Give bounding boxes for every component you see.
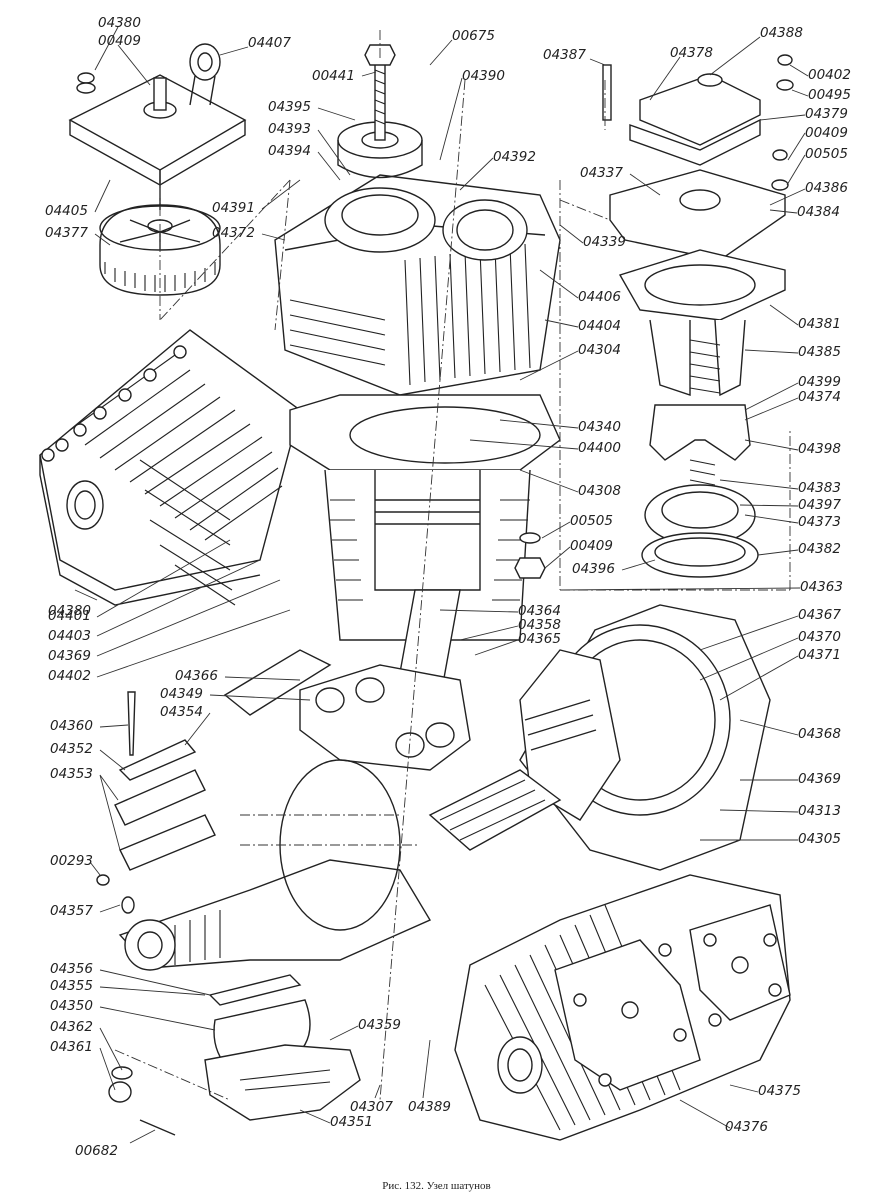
part-label: 04384 xyxy=(797,204,840,220)
part-label: 04405 xyxy=(45,203,88,219)
part-label: 00293 xyxy=(50,853,93,869)
cylinder-head xyxy=(274,44,561,396)
crankshaft xyxy=(118,759,432,971)
part-label: 04356 xyxy=(50,961,93,977)
part-label: 04402 xyxy=(48,668,91,684)
part-label: 04403 xyxy=(48,628,91,644)
part-label: 04393 xyxy=(268,121,311,137)
part-label: 04359 xyxy=(358,1017,401,1033)
part-label: 04400 xyxy=(578,440,621,456)
part-label: 04392 xyxy=(493,149,536,165)
lower-cylinder-head xyxy=(454,874,791,1141)
part-label: 04308 xyxy=(578,483,621,499)
part-label: 00409 xyxy=(805,125,848,141)
part-label: 04360 xyxy=(50,718,93,734)
part-label: 04361 xyxy=(50,1039,93,1055)
central-cylinder xyxy=(289,394,561,701)
part-label: 04371 xyxy=(798,647,841,663)
part-label: 04391 xyxy=(212,200,255,216)
part-label: 00402 xyxy=(808,67,851,83)
part-label: 04375 xyxy=(758,1083,801,1099)
part-label: 04352 xyxy=(50,741,93,757)
cylinder-block-drawing xyxy=(39,30,794,1141)
part-label: 04395 xyxy=(268,99,311,115)
part-label: 04313 xyxy=(798,803,841,819)
part-label: 04406 xyxy=(578,289,621,305)
part-label: 04307 xyxy=(350,1099,393,1115)
part-label: 04357 xyxy=(50,903,93,919)
part-label: 04378 xyxy=(670,45,713,61)
part-label: 04383 xyxy=(798,480,841,496)
part-label: 04305 xyxy=(798,831,841,847)
part-label: 00682 xyxy=(75,1143,118,1159)
right-cylinder xyxy=(428,604,771,871)
part-label: 04380 xyxy=(48,603,91,619)
part-label: 04397 xyxy=(798,497,841,513)
part-label: 04365 xyxy=(518,631,561,647)
part-label: 04398 xyxy=(798,441,841,457)
part-label: 04340 xyxy=(578,419,621,435)
part-label: 04358 xyxy=(518,617,561,633)
pins-and-bolts xyxy=(96,532,546,914)
part-label: 04376 xyxy=(725,1119,768,1135)
part-label: 04379 xyxy=(805,106,848,122)
part-labels: 04380 00409 04407 00441 00675 04387 0437… xyxy=(45,15,851,1159)
part-label: 04394 xyxy=(268,143,311,159)
part-label: 04404 xyxy=(578,318,621,334)
part-label: 04362 xyxy=(50,1019,93,1035)
part-label: 00675 xyxy=(452,28,495,44)
part-label: 04399 xyxy=(798,374,841,390)
figure-caption: Рис. 132. Узел шатунов xyxy=(382,1180,491,1192)
part-label: 04351 xyxy=(330,1114,373,1130)
part-label: 04355 xyxy=(50,978,93,994)
part-label: 04368 xyxy=(798,726,841,742)
part-label: 04407 xyxy=(248,35,291,51)
part-label: 04350 xyxy=(50,998,93,1014)
part-label: 04385 xyxy=(798,344,841,360)
part-label: 00505 xyxy=(570,513,613,529)
part-label: 04304 xyxy=(578,342,621,358)
leader-lines xyxy=(74,26,809,1144)
part-label: 04366 xyxy=(175,668,218,684)
part-label: 04401 xyxy=(48,608,91,624)
connecting-rod-cluster xyxy=(223,649,471,771)
part-label: 04373 xyxy=(798,514,841,530)
part-label: 04354 xyxy=(160,704,203,720)
pump-stack xyxy=(602,54,794,578)
part-label: 04396 xyxy=(572,561,615,577)
part-label: 04370 xyxy=(798,629,841,645)
part-label: 04380 xyxy=(98,15,141,31)
part-label: 04388 xyxy=(760,25,803,41)
bearing-caps xyxy=(108,974,361,1136)
part-label: 04353 xyxy=(50,766,93,782)
part-label: 04337 xyxy=(580,165,623,181)
part-label: 00441 xyxy=(312,68,355,84)
part-label: 04389 xyxy=(408,1099,451,1115)
left-cylinder-bank xyxy=(39,329,301,606)
part-label: 04386 xyxy=(805,180,848,196)
part-label: 04387 xyxy=(543,47,586,63)
part-label: 04377 xyxy=(45,225,88,241)
part-label: 04364 xyxy=(518,603,561,619)
part-label: 04381 xyxy=(798,316,841,332)
part-label: 00409 xyxy=(98,33,141,49)
part-label: 04374 xyxy=(798,389,841,405)
top-left-cover xyxy=(68,43,247,186)
part-label: 04363 xyxy=(800,579,843,595)
part-label: 04349 xyxy=(160,686,203,702)
part-label: 00409 xyxy=(570,538,613,554)
part-label: 04339 xyxy=(583,234,626,250)
part-label: 04382 xyxy=(798,541,841,557)
part-label: 00495 xyxy=(808,87,851,103)
part-label: 04369 xyxy=(798,771,841,787)
part-label: 04390 xyxy=(462,68,505,84)
part-label: 00505 xyxy=(805,146,848,162)
part-label: 04367 xyxy=(798,607,841,623)
part-label: 04369 xyxy=(48,648,91,664)
part-label: 04372 xyxy=(212,225,255,241)
